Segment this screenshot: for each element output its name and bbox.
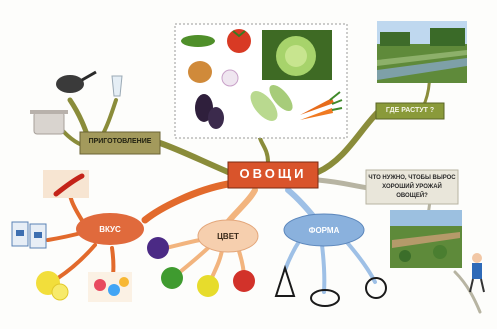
color-swatches (147, 237, 255, 297)
shape-node (283, 213, 365, 247)
color-swatch-2 (161, 267, 183, 289)
need-label: ЧТО НУЖНО, ЧТОБЫ ВЫРОС ХОРОШИЙ УРОЖАЙ ОВ… (368, 175, 456, 199)
glass-icon (111, 75, 123, 97)
tomato-image (227, 29, 251, 53)
field-photo (377, 21, 467, 83)
need-node (365, 169, 459, 205)
ellipse-icon (310, 289, 340, 307)
cucumber-image (181, 35, 215, 47)
garden-photo (390, 210, 462, 268)
gardener-figure (469, 253, 485, 293)
triangle-icon (274, 264, 296, 297)
where-grow-label: ГДЕ РАСТУТ ? (385, 107, 435, 114)
color-swatch-4 (233, 270, 255, 292)
center-label: ОВОЩИ (239, 166, 307, 181)
garlic-image (221, 69, 239, 87)
color-swatch-1 (147, 237, 169, 259)
circle-icon (365, 277, 387, 299)
taste-label: ВКУС (99, 225, 121, 234)
chili-pepper-image (43, 170, 89, 198)
shape-examples (274, 264, 387, 307)
carrot-image (300, 98, 334, 115)
frying-pan-icon (56, 70, 97, 93)
pot-icon (30, 110, 68, 135)
taste-node (76, 213, 144, 245)
salt-sugar-bags-image (11, 221, 47, 249)
zucchini-image (250, 91, 278, 121)
color-label: ЦВЕТ (217, 232, 239, 241)
vegetables-picture (174, 23, 348, 139)
cooking-node (79, 131, 161, 155)
color-swatch-3 (197, 275, 219, 297)
shape-label: ФОРМА (308, 226, 340, 235)
color-node (197, 219, 259, 253)
where-grow-node (375, 102, 445, 120)
candies-image (88, 272, 132, 302)
lemon-image (36, 271, 69, 301)
center-node (227, 161, 319, 189)
onion-image (188, 61, 212, 83)
cooking-label: ПРИГОТОВЛЕНИЕ (88, 138, 152, 145)
